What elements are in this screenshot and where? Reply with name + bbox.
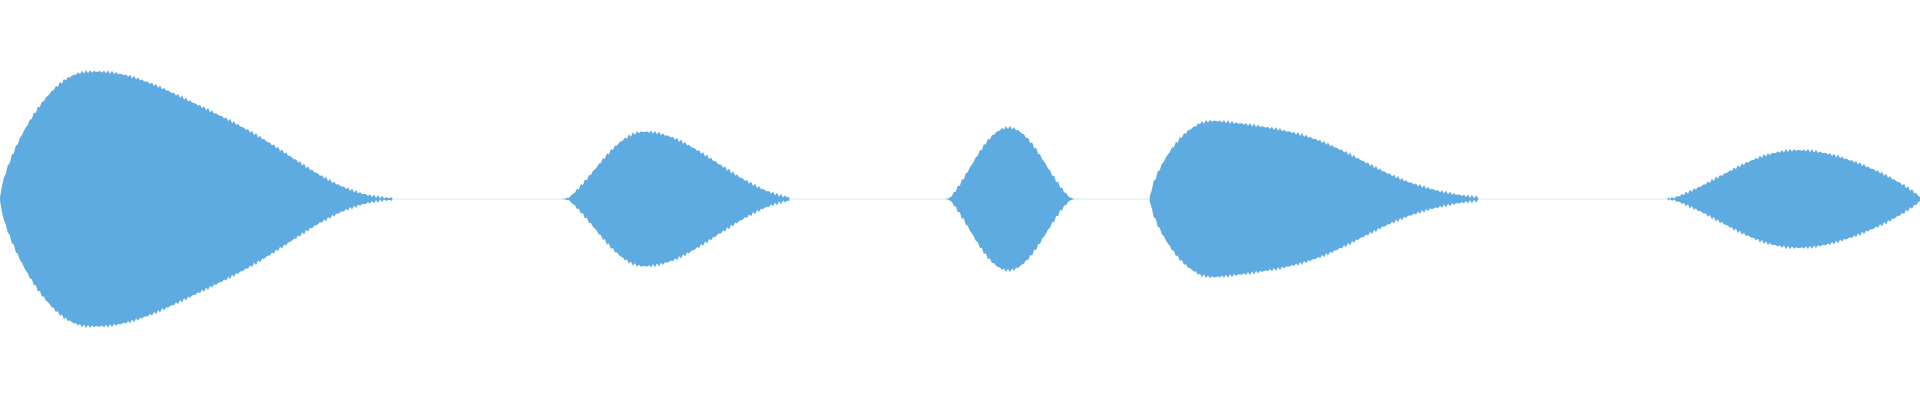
segment-1 bbox=[0, 69, 393, 329]
segment-4 bbox=[1149, 119, 1479, 279]
segment-5 bbox=[1667, 148, 1920, 250]
segment-3 bbox=[946, 125, 1075, 273]
segment-2 bbox=[563, 130, 790, 268]
waveform-segments bbox=[0, 69, 1920, 329]
